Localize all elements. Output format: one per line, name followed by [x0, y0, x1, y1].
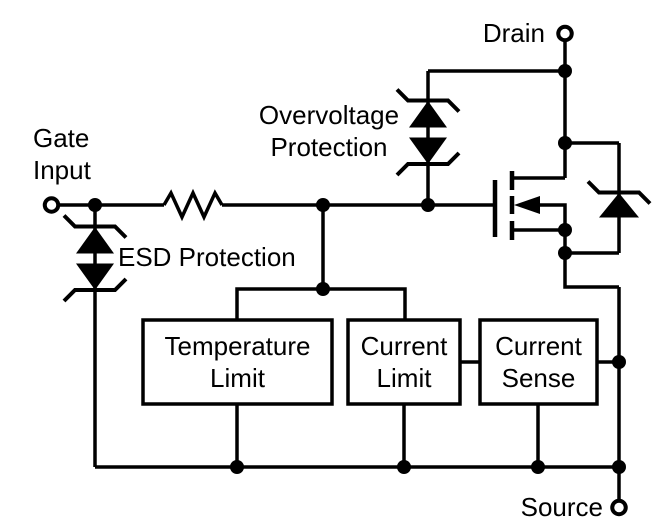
ovp-zener-upper-triangle	[409, 101, 447, 128]
junction-dot	[230, 460, 244, 474]
ovp-zener-bottom-bar	[395, 151, 461, 177]
junction-dots	[88, 64, 626, 474]
junction-dot	[558, 64, 572, 78]
temperature-limit-label-line1: Temperature	[165, 331, 311, 361]
junction-dot	[558, 246, 572, 260]
esd-protection-zeners	[62, 214, 128, 303]
mosfet-body-lead	[537, 203, 567, 230]
current-limit-label-line1: Current	[361, 331, 448, 361]
esd-zener-lower-triangle	[76, 263, 114, 290]
junction-dot	[421, 198, 435, 212]
current-sense-label-line2: Sense	[502, 363, 576, 393]
overvoltage-protection-zeners	[395, 88, 461, 177]
gate-input-label-line1: Gate	[33, 123, 89, 153]
junction-dot	[612, 355, 626, 369]
wire-body-diode-branch	[565, 141, 621, 255]
gate-input-label-line2: Input	[33, 155, 92, 185]
ovp-zener-lower-triangle	[409, 137, 447, 164]
body-diode-triangle	[599, 193, 639, 218]
junction-dot	[558, 136, 572, 150]
esd-zener-top-bar	[62, 214, 128, 239]
wire-source-jog	[563, 230, 619, 289]
mosfet-body-arrow	[514, 196, 540, 214]
junction-dot	[397, 460, 411, 474]
junction-dot	[558, 223, 572, 237]
esd-zener-bottom-bar	[62, 277, 128, 303]
ovp-zener-top-bar	[395, 88, 461, 113]
junction-dot	[531, 460, 545, 474]
body-diode-zener	[586, 180, 652, 218]
esd-protection-label: ESD Protection	[118, 242, 296, 272]
overvoltage-label-line1: Overvoltage	[259, 100, 399, 130]
temperature-limit-block	[141, 318, 334, 406]
body-diode-cathode-bar	[586, 180, 652, 205]
current-limit-label-line2: Limit	[377, 363, 433, 393]
overvoltage-label-line2: Protection	[270, 132, 387, 162]
junction-dot	[612, 460, 626, 474]
junction-dot	[88, 198, 102, 212]
esd-zener-upper-triangle	[76, 227, 114, 254]
temperature-limit-label-line2: Limit	[210, 363, 266, 393]
source-terminal	[610, 498, 628, 517]
mosfet-symbol	[492, 171, 567, 240]
gate-terminal	[42, 196, 61, 214]
junction-dot	[316, 198, 330, 212]
source-label: Source	[521, 492, 603, 522]
current-sense-label-line1: Current	[495, 331, 582, 361]
drain-label: Drain	[483, 18, 545, 48]
drain-terminal	[556, 24, 574, 43]
resistor-symbol	[162, 188, 224, 222]
junction-dot	[316, 282, 330, 296]
